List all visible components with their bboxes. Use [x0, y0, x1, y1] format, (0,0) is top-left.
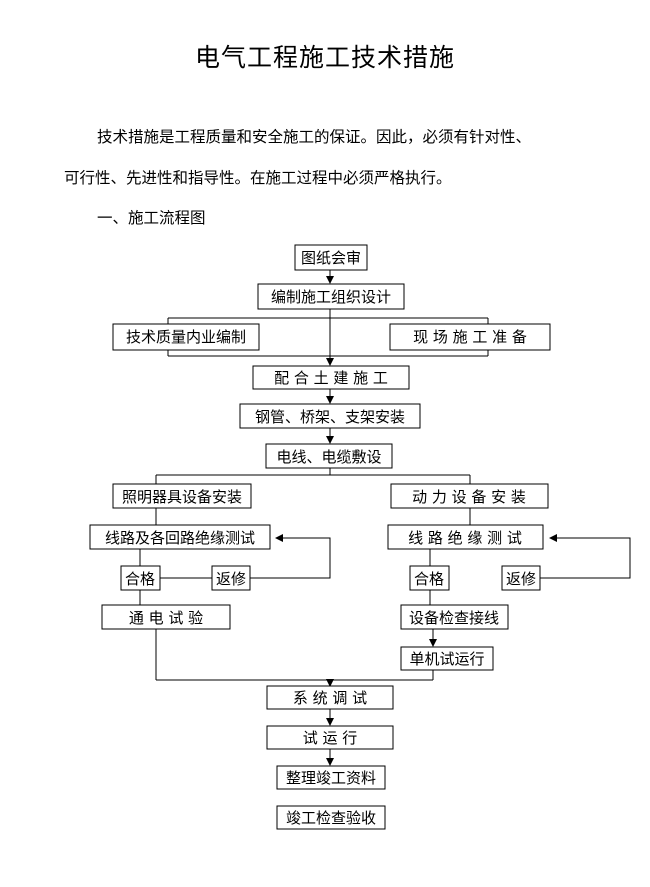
flow-step-rework-right: 返修 [501, 565, 541, 591]
svg-text:动 力 设 备 安 装: 动 力 设 备 安 装 [412, 488, 526, 506]
flow-step-site-preparation: 现 场 施 工 准 备 [389, 323, 551, 351]
svg-text:系 统 调 试: 系 统 调 试 [293, 689, 367, 707]
flow-step-conduit-install: 钢管、桥架、支架安装 [239, 403, 421, 429]
flow-step-trial-run: 试 运 行 [266, 725, 394, 750]
flow-step-construction-plan: 编制施工组织设计 [257, 283, 405, 310]
svg-text:试 运 行: 试 运 行 [303, 729, 358, 747]
intro-paragraph-line-2: 可行性、先进性和指导性。在施工过程中必须严格执行。 [64, 169, 452, 187]
svg-text:编制施工组织设计: 编制施工组织设计 [271, 288, 391, 306]
svg-text:钢管、桥架、支架安装: 钢管、桥架、支架安装 [255, 408, 405, 426]
flow-step-pass-right: 合格 [409, 565, 450, 591]
svg-text:返修: 返修 [506, 570, 536, 588]
document-title: 电气工程施工技术措施 [194, 43, 455, 72]
svg-text:通 电 试 验: 通 电 试 验 [129, 609, 203, 627]
svg-text:图纸会审: 图纸会审 [301, 249, 361, 267]
svg-text:现 场 施 工 准 备: 现 场 施 工 准 备 [413, 328, 527, 346]
flow-step-final-acceptance: 竣工检查验收 [276, 805, 386, 830]
flow-step-system-debug: 系 统 调 试 [266, 685, 394, 710]
svg-text:技术质量内业编制: 技术质量内业编制 [126, 328, 246, 346]
flow-step-line-insulation-test: 线 路 绝 缘 测 试 [387, 524, 544, 550]
svg-text:整理竣工资料: 整理竣工资料 [286, 769, 376, 787]
flow-step-cable-laying: 电线、电缆敷设 [265, 443, 393, 469]
flow-step-pass-left: 合格 [120, 565, 161, 591]
svg-text:设备检查接线: 设备检查接线 [409, 609, 499, 627]
svg-text:线路及各回路绝缘测试: 线路及各回路绝缘测试 [105, 529, 255, 547]
flow-step-drawings-review: 图纸会审 [294, 244, 368, 271]
intro-paragraph-line-1: 技术措施是工程质量和安全施工的保证。因此，必须有针对性、 [97, 128, 532, 146]
flow-step-power-install: 动 力 设 备 安 装 [390, 483, 549, 509]
section-heading: 一、施工流程图 [97, 209, 206, 227]
svg-text:线 路 绝 缘 测 试: 线 路 绝 缘 测 试 [408, 529, 522, 547]
svg-text:照明器具设备安装: 照明器具设备安装 [122, 488, 242, 506]
flow-step-circuit-insulation-test: 线路及各回路绝缘测试 [89, 524, 271, 550]
flow-step-rework-left: 返修 [211, 565, 251, 591]
svg-text:电线、电缆敷设: 电线、电缆敷设 [276, 448, 381, 466]
flow-step-tech-quality-docs: 技术质量内业编制 [112, 323, 260, 351]
flow-step-single-trial-run: 单机试运行 [400, 646, 494, 671]
flowchart-connectors [139, 270, 631, 766]
flow-step-power-on-test: 通 电 试 验 [101, 604, 231, 630]
flow-step-completion-docs: 整理竣工资料 [276, 765, 386, 790]
flow-step-civil-coordination: 配 合 土 建 施 工 [252, 365, 410, 390]
flow-step-lighting-install: 照明器具设备安装 [112, 483, 252, 509]
svg-text:竣工检查验收: 竣工检查验收 [286, 809, 376, 827]
svg-text:合格: 合格 [414, 570, 444, 588]
flow-step-equipment-check: 设备检查接线 [400, 604, 509, 630]
svg-text:合格: 合格 [125, 570, 155, 588]
svg-text:返修: 返修 [216, 570, 246, 588]
svg-text:单机试运行: 单机试运行 [409, 650, 484, 668]
svg-text:配 合 土 建 施 工: 配 合 土 建 施 工 [274, 369, 388, 387]
